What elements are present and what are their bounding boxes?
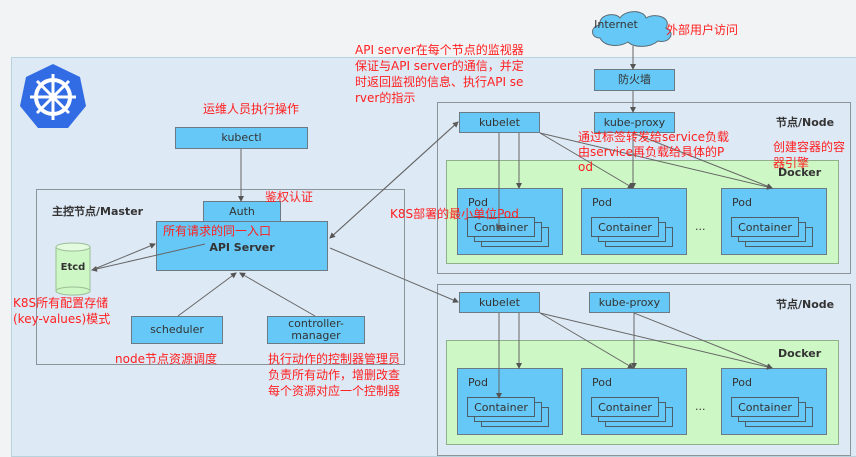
controller-manager-box: controller- manager bbox=[267, 316, 365, 344]
container-box: Container bbox=[731, 217, 799, 237]
pod-annotation: K8S部署的最小单位Pod bbox=[390, 207, 519, 221]
docker-label-2: Docker bbox=[778, 347, 822, 360]
pod-label: Pod bbox=[592, 376, 612, 389]
kube-proxy-box-2: kube-proxy bbox=[589, 292, 670, 313]
pod-ellipsis: ... bbox=[695, 220, 706, 233]
node-title-1: 节点/Node bbox=[776, 116, 835, 129]
etcd-annotation: K8S所有配置存储 (key-values)模式 bbox=[13, 296, 111, 326]
pod-ellipsis: ... bbox=[695, 400, 706, 413]
kubernetes-logo bbox=[20, 64, 86, 128]
container-box: Container bbox=[731, 397, 799, 417]
pod-label: Pod bbox=[732, 196, 752, 209]
pod-label: Pod bbox=[592, 196, 612, 209]
container-box: Container bbox=[591, 397, 659, 417]
etcd-label: Etcd bbox=[60, 262, 86, 273]
kubelet-annotation: API server在每个节点的监视器 保证与API server的通信，并定 … bbox=[355, 43, 524, 105]
pod-label: Pod bbox=[468, 196, 488, 209]
docker-label-1: Docker bbox=[778, 166, 822, 179]
node-title-2: 节点/Node bbox=[776, 298, 835, 311]
kubelet-box-2: kubelet bbox=[459, 292, 540, 313]
pod-box: Pod Container bbox=[457, 368, 563, 435]
scheduler-annotation: node节点资源调度 bbox=[115, 352, 217, 366]
pod-box: Pod Container bbox=[721, 368, 827, 435]
firewall-box: 防火墙 bbox=[594, 69, 675, 91]
api-annotation: 所有请求的同一入口 bbox=[163, 224, 272, 238]
internet-annotation: 外部用户访问 bbox=[666, 23, 739, 37]
container-box: Container bbox=[591, 217, 659, 237]
pod-label: Pod bbox=[468, 376, 488, 389]
internet-label: Internet bbox=[594, 18, 638, 31]
master-frame bbox=[36, 189, 405, 365]
internet-cloud bbox=[592, 11, 672, 47]
docker-annotation: 创建容器的容 器引擎 bbox=[773, 140, 846, 170]
kubelet-box-1: kubelet bbox=[459, 112, 540, 133]
master-title: 主控节点/Master bbox=[52, 205, 144, 218]
pod-box: Pod Container bbox=[581, 368, 687, 435]
api-server-box: API Server bbox=[156, 221, 328, 271]
pod-box: Pod Container bbox=[581, 188, 687, 255]
auth-annotation: 鉴权认证 bbox=[265, 190, 314, 204]
etcd-cylinder: Etcd bbox=[55, 242, 91, 296]
proxy-annotation: 通过标签转发给service负载 由service再负载给具体的P od bbox=[578, 130, 729, 174]
pod-label: Pod bbox=[732, 376, 752, 389]
scheduler-box: scheduler bbox=[131, 316, 223, 344]
pod-box: Pod Container bbox=[721, 188, 827, 255]
kubectl-annotation: 运维人员执行操作 bbox=[203, 102, 300, 116]
controller-annotation: 执行动作的控制器管理员 负责所有动作，增删改查 每个资源对应一个控制器 bbox=[268, 352, 401, 398]
kubectl-box: kubectl bbox=[175, 127, 308, 149]
node-frame-1 bbox=[437, 102, 851, 274]
pod-box: Pod Container bbox=[457, 188, 563, 255]
